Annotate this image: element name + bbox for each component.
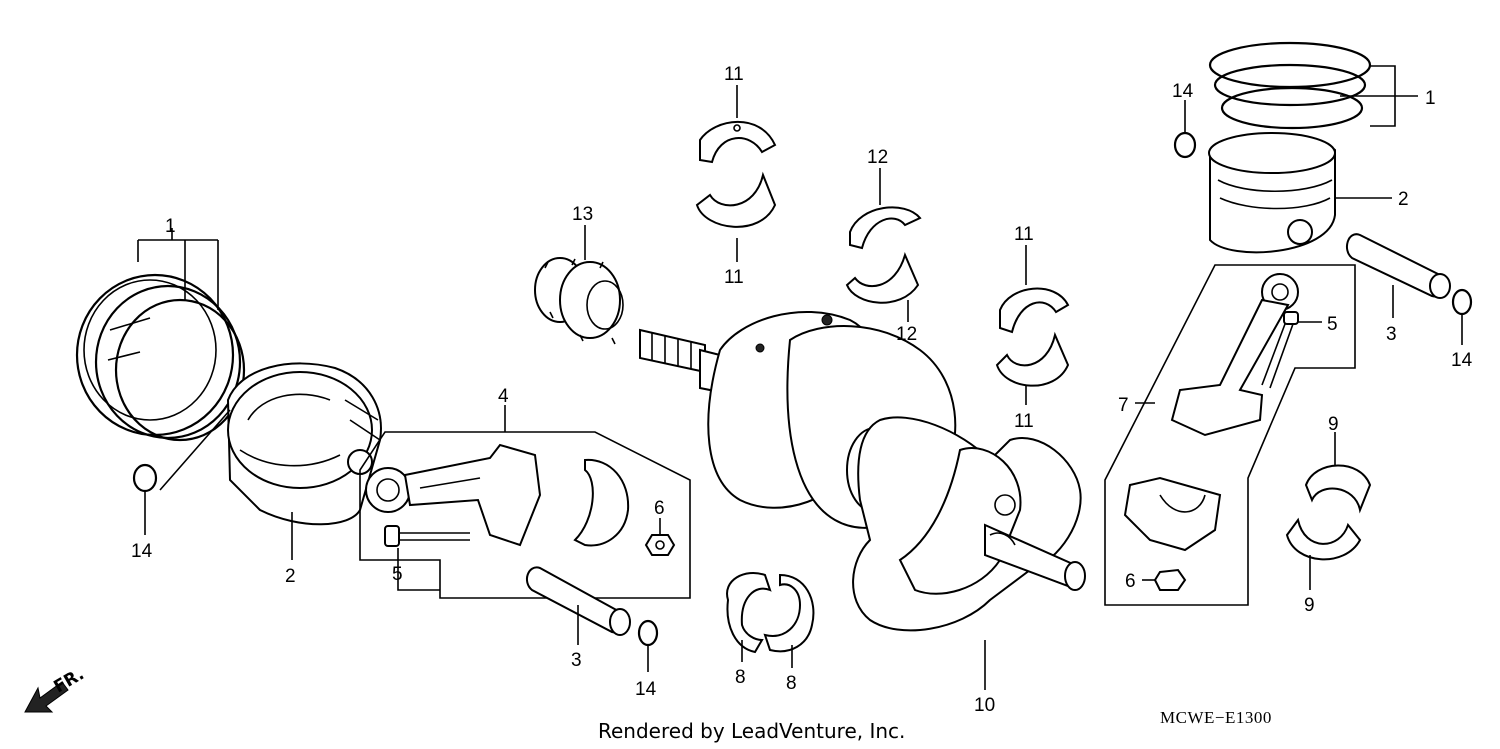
- callout-11-a: 11: [724, 64, 744, 85]
- conrod-bolt-right: [1261, 311, 1299, 389]
- conrod-kit-left: [359, 431, 691, 599]
- callout-12-bottom: 12: [896, 324, 917, 345]
- callout-11-c: 11: [1014, 224, 1034, 245]
- callout-2-left: 2: [285, 566, 296, 587]
- callout-9-top: 9: [1328, 414, 1339, 435]
- callout-5-right: 5: [1327, 314, 1338, 335]
- callout-6-right: 6: [1125, 571, 1136, 592]
- callout-13: 13: [572, 204, 593, 225]
- callout-11-b: 11: [724, 267, 744, 288]
- main-bearing-11-upper-a: [699, 121, 777, 164]
- callout-3-left: 3: [571, 650, 582, 671]
- crank-gear: [534, 257, 624, 345]
- callout-1-left: 1: [165, 216, 176, 237]
- callout-7: 7: [1118, 395, 1129, 416]
- render-credit: Rendered by LeadVenture, Inc.: [598, 719, 905, 743]
- piston-pin-right: [1345, 233, 1451, 299]
- main-bearing-11-upper-b: [999, 287, 1070, 334]
- main-bearing-11-lower-b: [995, 331, 1070, 387]
- callout-11-d: 11: [1014, 411, 1034, 432]
- callout-5-left: 5: [392, 564, 403, 585]
- piston-left: [226, 362, 382, 526]
- conrod-nut-right: [1153, 568, 1187, 591]
- conrod-nut-left: [644, 534, 676, 556]
- crankshaft: [639, 311, 1086, 632]
- callout-14-mid: 14: [635, 679, 657, 700]
- thrust-bearing-8-a: [726, 572, 772, 654]
- conrod-kit-right: [1104, 264, 1356, 606]
- conrod-bearing-9-lower: [1285, 517, 1362, 561]
- callout-3-right: 3: [1386, 324, 1397, 345]
- piston-clip-topright: [1173, 131, 1197, 159]
- callout-4: 4: [498, 386, 509, 407]
- piston-clip-mid: [637, 619, 659, 647]
- conrod-cap-right: [1123, 476, 1222, 552]
- callout-14-left: 14: [131, 541, 153, 562]
- piston-clip-right: [1451, 288, 1473, 316]
- callout-8-a: 8: [735, 667, 746, 688]
- callout-2-right: 2: [1398, 189, 1409, 210]
- conrod-bearing-9-upper: [1304, 464, 1372, 514]
- callout-10: 10: [974, 695, 995, 716]
- piston-rings-right: [1208, 41, 1372, 130]
- callout-14-topright: 14: [1172, 81, 1194, 102]
- callout-8-b: 8: [786, 673, 797, 694]
- diagram-code: MCWE−E1300: [1160, 708, 1272, 727]
- conrod-right: [1170, 273, 1299, 437]
- conrod-cap-left: [573, 458, 630, 547]
- piston-clip-left: [132, 463, 158, 493]
- callout-6-left: 6: [654, 498, 665, 519]
- leader-lines: [137, 65, 1463, 690]
- conrod-left: [365, 443, 542, 547]
- thrust-bearing-8-b: [763, 573, 815, 653]
- main-bearing-12-lower: [845, 252, 920, 304]
- callout-1-right: 1: [1425, 88, 1436, 109]
- callout-14-right: 14: [1451, 350, 1473, 371]
- front-arrow-icon: FR.: [24, 664, 88, 713]
- callout-12-top: 12: [867, 147, 888, 168]
- piston-rings-left: [75, 273, 246, 442]
- piston-right: [1208, 132, 1336, 254]
- callout-9-bottom: 9: [1304, 595, 1315, 616]
- main-bearing-11-lower-a: [695, 171, 777, 228]
- main-bearing-12-upper: [849, 206, 922, 250]
- conrod-bolt-left: [384, 525, 470, 547]
- piston-pin-left: [525, 566, 631, 636]
